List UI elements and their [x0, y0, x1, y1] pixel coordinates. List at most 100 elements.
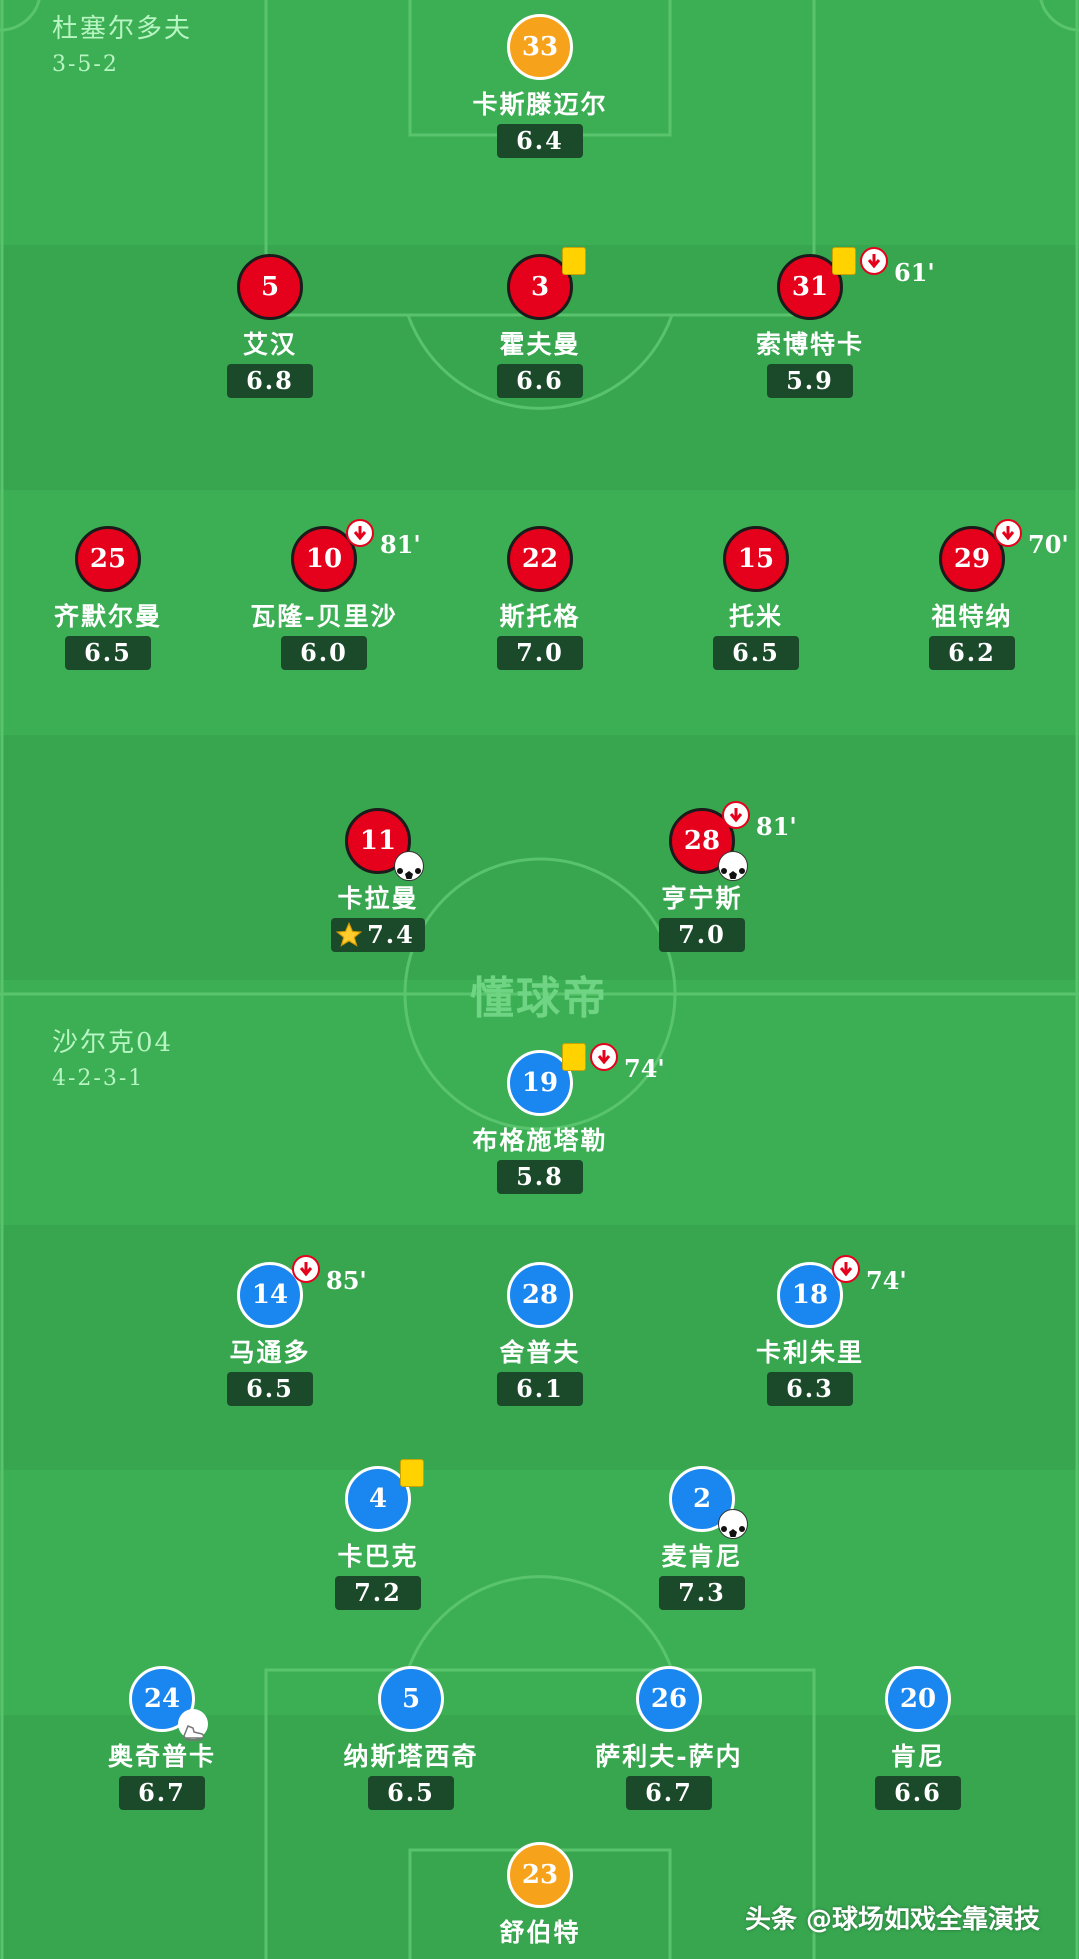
player-name: 瓦隆-贝里沙 [250, 602, 398, 631]
player-rating: 6.6 [875, 1776, 961, 1810]
player-name: 艾汉 [242, 330, 297, 359]
player-name: 托米 [728, 602, 783, 631]
player-card[interactable]: 33 卡斯滕迈尔 6.4 [420, 14, 660, 158]
player-number-badge: 11 [345, 808, 424, 881]
player-number-badge: 26 [636, 1666, 702, 1732]
player-card[interactable]: 3 霍夫曼 6.6 [420, 247, 660, 398]
player-card[interactable]: 14 85' 马通多 6.5 [150, 1255, 390, 1406]
player-rating: 6.5 [713, 636, 799, 670]
player-name: 肯尼 [890, 1742, 945, 1771]
player-number-badge: 28 [507, 1262, 573, 1328]
player-name: 霍夫曼 [499, 330, 581, 359]
player-name: 萨利夫-萨内 [595, 1742, 743, 1771]
sub-minute: 70' [1028, 530, 1069, 559]
sub-off-icon [860, 247, 888, 275]
player-rating: 6.7 [626, 1776, 712, 1810]
player-card[interactable]: 25 齐默尔曼 6.5 [0, 526, 228, 670]
player-rating: 6.3 [767, 1372, 853, 1406]
player-card[interactable]: 18 74' 卡利朱里 6.3 [690, 1255, 930, 1406]
player-name: 齐默尔曼 [53, 602, 162, 631]
credit-text: 头条 @球场如戏全靠演技 [745, 1905, 1041, 1935]
player-card[interactable]: 5 艾汉 6.8 [150, 254, 390, 398]
player-number-badge: 20 [885, 1666, 951, 1732]
away-team-name: 沙尔克04 [52, 1028, 174, 1058]
yellow-card-icon [832, 247, 856, 275]
player-number-badge: 14 85' [237, 1255, 367, 1328]
player-name: 亨宁斯 [661, 884, 743, 913]
player-rating: 5.8 [497, 1160, 583, 1194]
player-card[interactable]: 4 卡巴克 7.2 [258, 1459, 498, 1610]
sub-off-icon [292, 1255, 320, 1283]
yellow-card-icon [562, 247, 586, 275]
yellow-card-icon [400, 1459, 424, 1487]
sub-off-icon [590, 1043, 618, 1071]
player-name: 舒伯特 [499, 1918, 581, 1947]
player-card[interactable]: 28 舍普夫 6.1 [420, 1262, 660, 1406]
player-rating: 5.9 [767, 364, 853, 398]
yellow-card-icon [562, 1043, 586, 1071]
player-rating: 6.4 [497, 124, 583, 158]
player-card[interactable]: 5 纳斯塔西奇 6.5 [291, 1666, 531, 1810]
sub-minute: 81' [756, 812, 797, 841]
player-number-badge: 22 [507, 526, 573, 592]
sub-minute: 74' [624, 1054, 665, 1083]
player-card[interactable]: 22 斯托格 7.0 [420, 526, 660, 670]
player-rating: 7.3 [659, 1576, 745, 1610]
goal-ball-icon [718, 851, 748, 881]
player-number-badge: 5 [378, 1666, 444, 1732]
player-card[interactable]: 31 61' 索博特卡 5.9 [690, 247, 935, 398]
player-name: 麦肯尼 [661, 1542, 743, 1571]
player-number-badge: 25 [75, 526, 141, 592]
player-card[interactable]: 11 卡拉曼 7.4 [258, 808, 498, 952]
player-number-badge: 4 [345, 1459, 424, 1532]
watermark-logo: 懂球帝 [470, 973, 608, 1024]
player-card[interactable]: 28 81' 亨宁斯 7.0 [582, 801, 822, 952]
player-rating: 6.0 [281, 636, 367, 670]
player-card[interactable]: 15 托米 6.5 [636, 526, 876, 670]
player-number-badge: 31 61' [777, 247, 935, 320]
player-name: 纳斯塔西奇 [343, 1742, 479, 1771]
player-name: 卡拉曼 [337, 884, 419, 913]
player-card[interactable]: 23 舒伯特 [420, 1842, 660, 1948]
player-rating: 6.5 [227, 1372, 313, 1406]
sub-minute: 61' [894, 258, 935, 287]
player-name: 卡巴克 [337, 1542, 419, 1571]
player-card[interactable]: 19 74' 布格施塔勒 5.8 [420, 1043, 665, 1194]
player-name: 马通多 [229, 1338, 311, 1367]
player-card[interactable]: 2 麦肯尼 7.3 [582, 1466, 822, 1610]
player-name: 布格施塔勒 [472, 1126, 608, 1155]
player-name: 卡利朱里 [755, 1338, 864, 1367]
player-name: 索博特卡 [755, 330, 864, 359]
player-number-badge: 15 [723, 526, 789, 592]
player-number-badge: 10 81' [291, 519, 421, 592]
player-rating: 7.2 [335, 1576, 421, 1610]
home-formation: 3-5-2 [52, 52, 119, 77]
player-card[interactable]: 26 萨利夫-萨内 6.7 [549, 1666, 789, 1810]
player-number-badge: 19 74' [507, 1043, 665, 1116]
player-number-badge: 5 [237, 254, 303, 320]
player-rating: 7.0 [497, 636, 583, 670]
away-formation: 4-2-3-1 [52, 1066, 145, 1091]
sub-off-icon [994, 519, 1022, 547]
player-card[interactable]: 29 70' 祖特纳 6.2 [852, 519, 1079, 670]
player-name: 祖特纳 [931, 602, 1013, 631]
player-number-badge: 23 [507, 1842, 573, 1908]
player-number-badge: 28 81' [669, 801, 797, 881]
player-card[interactable]: 24 奥奇普卡 6.7 [42, 1666, 282, 1810]
player-number-badge: 2 [669, 1466, 748, 1539]
sub-off-icon [832, 1255, 860, 1283]
sub-off-icon [346, 519, 374, 547]
home-team-name: 杜塞尔多夫 [52, 14, 193, 44]
player-card[interactable]: 10 81' 瓦隆-贝里沙 6.0 [204, 519, 444, 670]
goal-ball-icon [394, 851, 424, 881]
player-number-badge: 29 70' [939, 519, 1069, 592]
player-card[interactable]: 20 肯尼 6.6 [798, 1666, 1038, 1810]
sub-minute: 74' [866, 1266, 907, 1295]
player-rating: 7.0 [659, 918, 745, 952]
player-number-badge: 3 [507, 247, 586, 320]
player-rating: 7.4 [331, 918, 425, 952]
player-rating: 6.8 [227, 364, 313, 398]
player-name: 舍普夫 [499, 1338, 581, 1367]
